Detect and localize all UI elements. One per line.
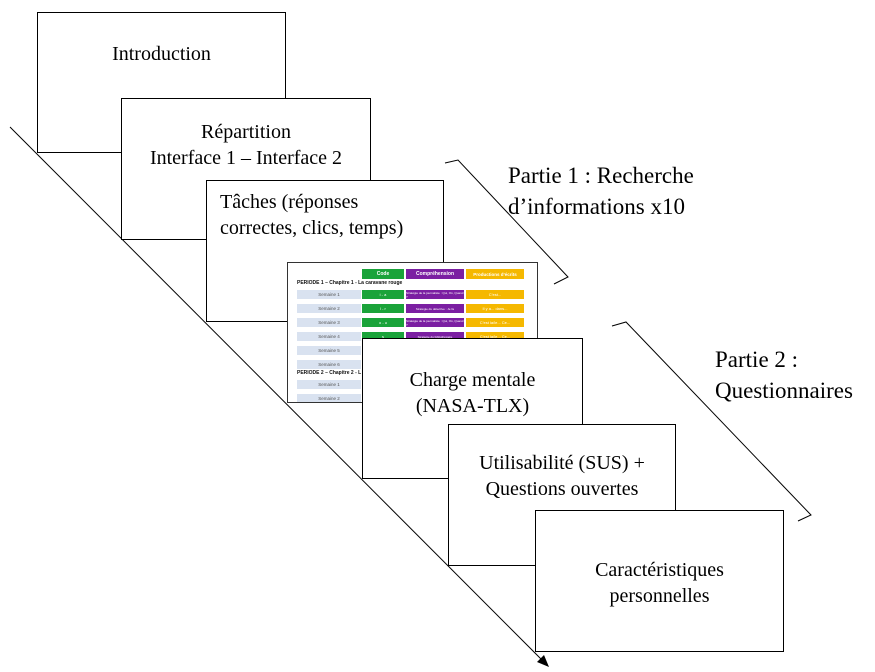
repartition-text: Répartition Interface 1 – Interface 2	[149, 121, 343, 169]
taches-text: Tâches (réponses correctes, clics, temps…	[220, 191, 404, 239]
prod-cell: C’est la/le... Ce...	[466, 318, 524, 327]
caracteristiques-text: Caractéristiques personnelles	[595, 559, 724, 607]
prod-cell: C’est...	[466, 290, 524, 299]
timeline-arrowhead	[537, 655, 549, 667]
introduction-text: Introduction	[112, 43, 211, 65]
comp-cell: Stratégie du bibliothécaire	[406, 332, 464, 341]
week-row: Semaine 1	[297, 380, 361, 389]
partie1-bracket	[444, 159, 569, 285]
partie1-label: Partie 1 : Recherche d’informations x10	[508, 163, 694, 219]
prod-cell: Il y a... dans...	[466, 304, 524, 313]
code-cell: i - a	[362, 290, 404, 299]
week-row: Semaine 2	[297, 304, 361, 313]
comp-cell: Stratégie du détective : Je lis	[406, 304, 464, 313]
header-comprehension: Compréhension	[406, 269, 464, 279]
week-row: Semaine 3	[297, 318, 361, 327]
prod-cell: C’est la/le... Ce...	[466, 332, 524, 341]
header-code: Code	[362, 269, 404, 279]
comp-cell: Stratégie de la journaliste : Qui, Où, Q…	[406, 318, 464, 327]
week-row: Semaine 1	[297, 290, 361, 299]
code-cell: l - r	[362, 304, 404, 313]
header-productions: Productions d’écrits	[466, 269, 524, 279]
code-cell: o - u	[362, 318, 404, 327]
comp-cell: Stratégie de la journaliste : Qui, Où, Q…	[406, 290, 464, 299]
timeline-arrow-line	[9, 126, 545, 663]
caracteristiques-box: Caractéristiques personnelles	[535, 510, 784, 652]
charge-text: Charge mentale (NASA-TLX)	[409, 369, 536, 417]
week-row: Semaine 2	[297, 394, 361, 402]
period-2-title: PERIODE 2 – Chapitre 2 - L	[297, 370, 362, 376]
week-row: Semaine 6	[297, 360, 361, 369]
code-cell: s	[362, 332, 404, 341]
partie2-bracket	[611, 321, 812, 522]
week-row: Semaine 4	[297, 332, 361, 341]
partie2-label: Partie 2 : Questionnaires	[715, 347, 853, 403]
week-row: Semaine 5	[297, 346, 361, 355]
utilisabilite-text: Utilisabilité (SUS) + Questions ouvertes	[479, 452, 645, 500]
period-1-title: PERIODE 1 – Chapitre 1 - La caravane rou…	[297, 280, 403, 286]
